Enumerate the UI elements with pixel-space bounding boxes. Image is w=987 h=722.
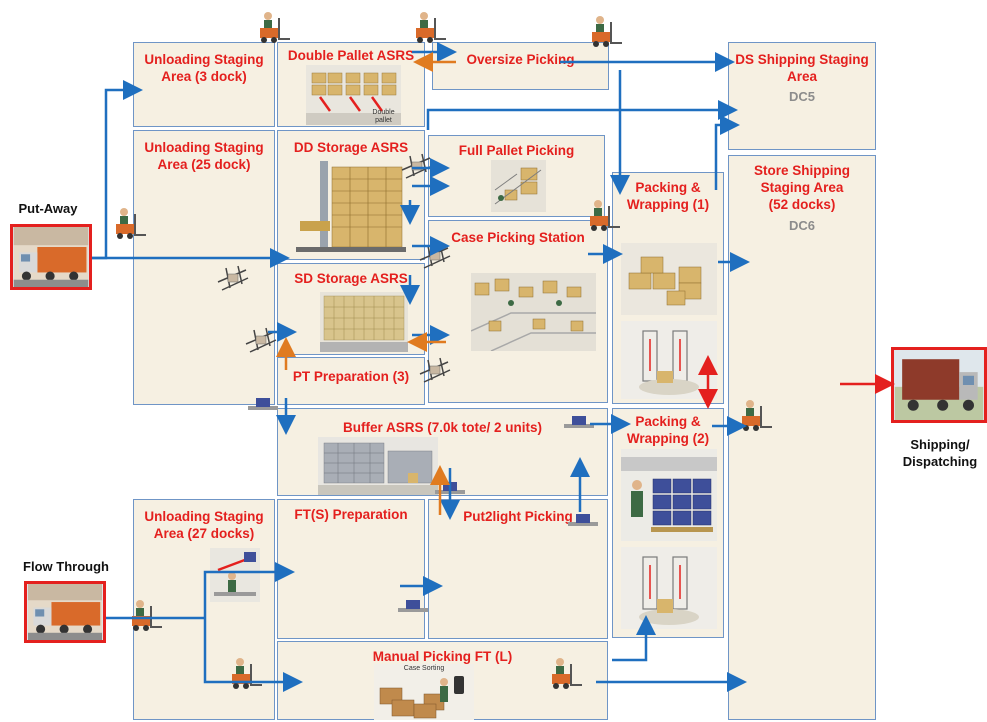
conveyor-stacker-icon (418, 354, 452, 388)
zone-store-shipping-staging: Store Shipping Staging Area (52 docks) D… (728, 155, 876, 720)
tote-icon (568, 512, 598, 532)
zone-title: Packing & Wrapping (2) (613, 413, 723, 447)
forklift-icon (548, 656, 582, 690)
zone-title: Unloading Staging Area (25 dock) (134, 139, 274, 173)
zone-packing-wrapping-2: Packing & Wrapping (2) (612, 408, 724, 638)
double-pallet-caption: Double pallet Picking Area (366, 109, 401, 125)
zone-title: Full Pallet Picking (429, 142, 604, 159)
zone-title: Double Pallet ASRS (278, 47, 424, 64)
forklift-icon (128, 598, 162, 632)
packing-2-pallet-illustration (621, 449, 717, 541)
zone-unloading-staging-25-dock: Unloading Staging Area (25 dock) (133, 130, 275, 405)
zone-title: Oversize Picking (433, 51, 608, 68)
put-away-label: Put-Away (8, 200, 88, 217)
truck-icon (894, 350, 984, 420)
tote-icon (435, 480, 465, 500)
flow-arrow (428, 110, 733, 130)
conveyor-stacker-icon (400, 150, 434, 184)
full-pallet-picking-illustration (491, 160, 546, 212)
zone-full-pallet-picking: Full Pallet Picking (428, 135, 605, 217)
dd-storage-asrs-illustration (292, 161, 410, 256)
shipping-dispatching-label: Shipping/ Dispatching (896, 436, 984, 470)
packing-1-boxes-illustration (621, 243, 717, 315)
double-pallet-asrs-illustration: Double pallet Picking Area (306, 65, 401, 125)
conveyor-stacker-icon (216, 262, 250, 296)
zone-case-picking-station: Case Picking Station (428, 220, 608, 403)
zone-unloading-staging-3-dock: Unloading Staging Area (3 dock) (133, 42, 275, 127)
zone-title: PT Preparation (3) (278, 368, 424, 385)
zone-oversize-picking: Oversize Picking (432, 42, 609, 90)
forklift-icon (412, 10, 446, 44)
case-picking-station-illustration (471, 273, 596, 351)
tote-icon (398, 598, 428, 618)
zone-title: SD Storage ASRS (278, 270, 424, 287)
buffer-asrs-illustration (318, 437, 438, 495)
forklift-icon (256, 10, 290, 44)
zone-title: FT(S) Preparation (278, 506, 424, 523)
put-away-truck-image (10, 224, 92, 290)
shipping-truck-image (891, 347, 987, 423)
zone-ds-shipping-staging: DS Shipping Staging Area DC5 (728, 42, 876, 150)
forklift-icon (112, 206, 146, 240)
zone-title: DS Shipping Staging Area (729, 51, 875, 85)
dc-code: DC6 (729, 218, 875, 233)
zone-fts-preparation: FT(S) Preparation (277, 499, 425, 639)
packing-2-wrapper-illustration (621, 547, 717, 629)
forklift-icon (586, 198, 620, 232)
zone-title: Buffer ASRS (7.0k tote/ 2 units) (278, 419, 607, 436)
zone-title: Unloading Staging Area (27 docks) (134, 508, 274, 542)
zone-double-pallet-asrs: Double Pallet ASRS Double pallet Picking… (277, 42, 425, 127)
case-sorting-caption: Case Sorting (374, 665, 474, 673)
zone-title: Store Shipping Staging Area (52 docks) (729, 162, 875, 213)
zone-title: Unloading Staging Area (3 dock) (134, 51, 274, 85)
tote-icon (248, 396, 278, 416)
manual-picking-illustration: Case Sorting (374, 664, 474, 720)
flow-through-truck-image (24, 581, 106, 643)
sd-storage-asrs-illustration (320, 292, 408, 352)
zone-sd-storage-asrs: SD Storage ASRS (277, 263, 425, 355)
flow-through-label: Flow Through (14, 558, 118, 575)
truck-icon (27, 584, 103, 640)
zone-pt-preparation: PT Preparation (3) (277, 357, 425, 405)
zone-packing-wrapping-1: Packing & Wrapping (1) (612, 172, 724, 404)
forklift-icon (228, 656, 262, 690)
zone-title: Packing & Wrapping (1) (613, 179, 723, 213)
truck-icon (13, 227, 89, 287)
packing-1-wrapper-illustration (621, 321, 717, 399)
unloading-27-illustration (210, 548, 260, 602)
dc-code: DC5 (729, 89, 875, 104)
tote-icon (564, 414, 594, 434)
forklift-icon (588, 14, 622, 48)
forklift-icon (738, 398, 772, 432)
zone-title: Case Picking Station (429, 229, 607, 246)
conveyor-stacker-icon (418, 240, 452, 274)
conveyor-stacker-icon (244, 324, 278, 358)
